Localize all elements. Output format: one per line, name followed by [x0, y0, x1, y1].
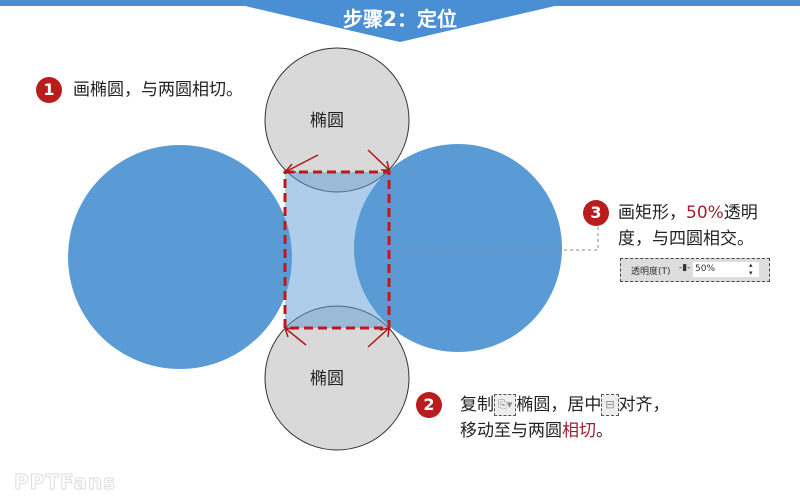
step-1-text: 画椭圆，与两圆相切。 [73, 80, 243, 100]
tangent-arrows [283, 149, 390, 348]
left-circle [68, 145, 292, 369]
slider-icon: -▮- [679, 263, 691, 273]
step-1-badge: 1 [36, 77, 62, 103]
bottom-ellipse-label: 椭圆 [310, 369, 344, 389]
step-2-line2: 移动至与两圆相切。 [460, 418, 613, 444]
text: 透明 [723, 203, 758, 223]
text: 椭圆，居中 [516, 395, 602, 415]
right-circle [354, 144, 562, 352]
transparent-rectangle [285, 172, 389, 328]
step-3-badge: 3 [583, 200, 609, 226]
text: 复制 [460, 395, 494, 415]
header-banner [0, 0, 800, 42]
transparency-input[interactable]: 50% [693, 262, 759, 277]
step-2-badge: 2 [416, 392, 442, 418]
spinner-icon[interactable]: ▴▾ [749, 261, 753, 277]
text: 画矩形， [618, 203, 686, 223]
text: 移动至与两圆 [460, 421, 562, 441]
text: 对齐， [618, 395, 670, 415]
highlight-text: 50% [686, 203, 724, 223]
text: 。 [596, 421, 613, 441]
copy-icon: ⎘▾ [494, 394, 517, 416]
step-3-line1: 画矩形，50%透明 [618, 200, 758, 226]
page-title: 步骤2：定位 [343, 7, 457, 31]
step-2-line1: 复制⎘▾椭圆，居中⊟对齐， [460, 392, 670, 418]
top-ellipse-label: 椭圆 [310, 111, 344, 131]
align-center-icon: ⊟ [601, 394, 619, 416]
transparency-panel: 透明度(T) -▮- 50% ▴▾ [620, 258, 770, 282]
logo: PPTFans [13, 470, 117, 495]
step-3-line2: 度，与四圆相交。 [618, 229, 754, 249]
rectangle-outline [283, 170, 391, 330]
transparency-label: 透明度(T) [631, 267, 671, 277]
highlight-text: 相切 [562, 421, 596, 441]
